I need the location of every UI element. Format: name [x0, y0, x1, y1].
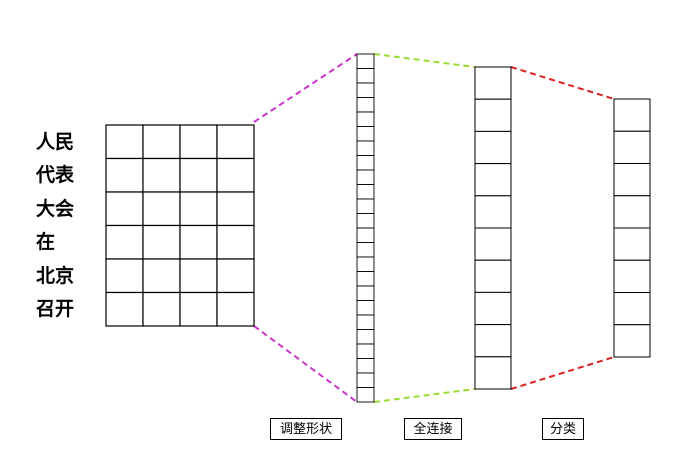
matrix-cell	[105, 291, 144, 327]
vector-cell	[356, 184, 375, 200]
vector-cell	[356, 213, 375, 229]
embedding-matrix	[105, 124, 255, 327]
token-1: 人民	[36, 131, 75, 153]
matrix-cell	[179, 191, 218, 227]
vector-cell	[356, 372, 375, 388]
vector-cell	[356, 126, 375, 142]
token-4: 在	[36, 231, 56, 253]
matrix-cell	[142, 124, 181, 160]
classify-connector-bottom	[510, 356, 615, 390]
output-node	[613, 98, 651, 132]
matrix-cell	[105, 224, 144, 260]
hidden-node	[474, 356, 512, 390]
matrix-cell	[216, 191, 255, 227]
classify-label: 分类	[542, 418, 584, 440]
vector-cell	[356, 242, 375, 258]
fully-connected-connector-top	[373, 53, 476, 68]
vector-cell	[356, 97, 375, 113]
vector-cell	[356, 169, 375, 185]
vector-cell	[356, 198, 375, 214]
token-3: 大会	[36, 198, 75, 220]
vector-cell	[356, 111, 375, 127]
vector-cell	[356, 68, 375, 84]
matrix-cell	[216, 157, 255, 193]
hidden-node	[474, 130, 512, 165]
output-node	[613, 195, 651, 229]
hidden-node	[474, 324, 512, 358]
vector-cell	[356, 314, 375, 330]
matrix-cell	[142, 191, 181, 227]
vector-cell	[356, 82, 375, 98]
output-node	[613, 259, 651, 293]
vector-cell	[356, 140, 375, 156]
output-node	[613, 324, 651, 358]
matrix-cell	[142, 258, 181, 294]
matrix-cell	[216, 258, 255, 294]
reshape-connector-bottom	[253, 325, 358, 403]
matrix-cell	[179, 291, 218, 327]
output-node	[613, 292, 651, 326]
matrix-cell	[105, 191, 144, 227]
hidden-node	[474, 66, 512, 100]
matrix-cell	[105, 157, 144, 193]
vector-cell	[356, 271, 375, 287]
vector-cell	[356, 155, 375, 171]
vector-cell	[356, 300, 375, 316]
hidden-node	[474, 291, 512, 326]
matrix-cell	[105, 124, 144, 160]
matrix-cell	[142, 224, 181, 260]
vector-cell	[356, 227, 375, 243]
vector-cell	[356, 329, 375, 345]
hidden-node	[474, 98, 512, 132]
matrix-cell	[216, 291, 255, 327]
matrix-cell	[105, 258, 144, 294]
connectors	[253, 53, 615, 403]
matrix-cell	[179, 224, 218, 260]
vector-cell	[356, 285, 375, 301]
token-5: 北京	[36, 265, 75, 287]
vector-cell	[356, 343, 375, 359]
matrix-cell	[142, 291, 181, 327]
matrix-cell	[142, 157, 181, 193]
hidden-node	[474, 195, 512, 229]
matrix-cell	[216, 224, 255, 260]
reshape-label: 调整形状	[270, 418, 342, 440]
vector-cell	[356, 53, 375, 69]
fully-connected-label: 全连接	[404, 418, 462, 440]
matrix-cell	[179, 124, 218, 160]
hidden-layer	[474, 66, 512, 390]
matrix-cell	[216, 124, 255, 160]
hidden-node	[474, 163, 512, 197]
token-6: 召开	[36, 298, 75, 320]
hidden-node	[474, 259, 512, 293]
output-layer	[613, 98, 651, 358]
output-node	[613, 130, 651, 164]
hidden-node	[474, 227, 512, 261]
vector-cell	[356, 387, 375, 403]
token-2: 代表	[36, 164, 75, 186]
matrix-cell	[179, 258, 218, 294]
output-node	[613, 163, 651, 197]
classify-connector-top	[510, 66, 615, 100]
output-node	[613, 227, 651, 261]
vector-cell	[356, 358, 375, 374]
matrix-cell	[179, 157, 218, 193]
fully-connected-connector-bottom	[373, 388, 476, 403]
reshape-connector-top	[253, 53, 358, 123]
flattened-vector	[356, 53, 375, 403]
vector-cell	[356, 256, 375, 272]
